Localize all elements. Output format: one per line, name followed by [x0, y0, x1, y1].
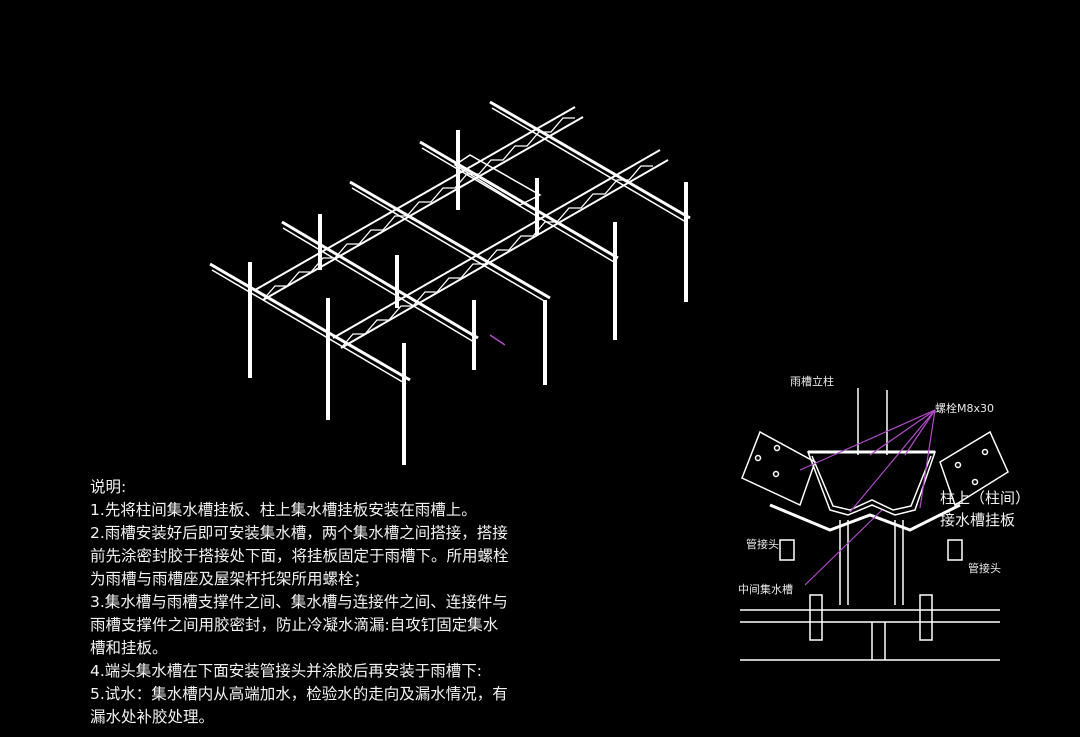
truss-1	[254, 106, 584, 301]
label-hanger-line2: 接水槽挂板	[940, 511, 1016, 529]
note-line: 漏水处补胶处理。	[90, 708, 215, 726]
note-line: 槽和挂板。	[90, 639, 168, 657]
note-line: 2.雨槽安装好后即可安装集水槽，两个集水槽之间搭接，搭接	[90, 524, 508, 542]
installation-notes: 说明: 1.先将柱间集水槽挂板、柱上集水槽挂板安装在雨槽上。 2.雨槽安装好后即…	[90, 476, 560, 729]
label-gutter-column: 雨槽立柱	[790, 375, 834, 388]
gutter-section-detail	[740, 388, 1009, 661]
note-line: 5.试水：集水槽内从高端加水，检验水的走向及漏水情况，有	[90, 685, 508, 703]
note-line: 为雨槽与雨槽座及屋架杆托架所用螺栓；	[90, 570, 370, 588]
label-hanger-line1: 柱上（柱间）	[940, 489, 1031, 507]
leader-lines	[799, 409, 936, 586]
note-line: 前先涂密封胶于搭接处下面，将挂板固定于雨槽下。所用螺栓	[90, 547, 509, 565]
note-line: 雨槽支撑件之间用胶密封，防止冷凝水滴漏:自攻钉固定集水	[90, 616, 499, 634]
section-mark	[489, 334, 506, 346]
gutter-bracket	[453, 154, 542, 206]
label-middle-gutter: 中间集水槽	[738, 583, 793, 596]
note-line: 4.端头集水槽在下面安装管接头并涂胶后再安装于雨槽下:	[90, 662, 483, 680]
notes-heading: 说明:	[90, 478, 127, 496]
note-line: 1.先将柱间集水槽挂板、柱上集水槽挂板安装在雨槽上。	[90, 501, 477, 519]
label-pipe-left: 管接头	[746, 538, 779, 551]
label-bolt: 螺栓M8x30	[935, 402, 994, 415]
isometric-gutter-frame	[209, 100, 691, 465]
note-line: 3.集水槽与雨槽支撑件之间、集水槽与连接件之间、连接件与	[90, 593, 508, 611]
label-pipe-right: 管接头	[968, 562, 1001, 575]
transverse-gutters	[209, 100, 691, 385]
truss-2	[332, 149, 669, 349]
